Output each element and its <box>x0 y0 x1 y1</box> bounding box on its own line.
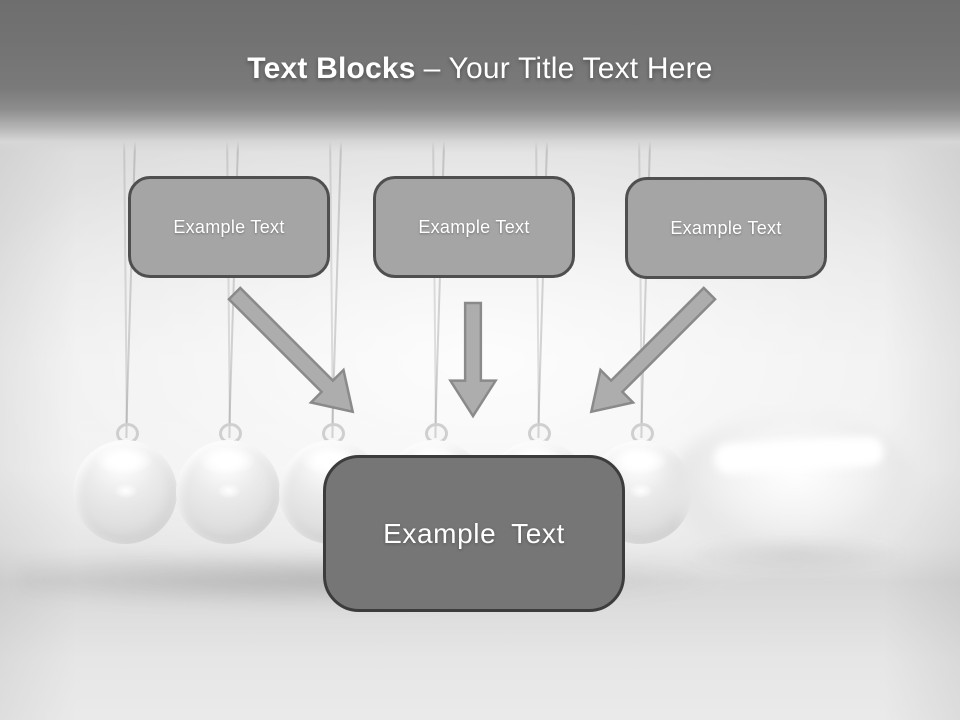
title-dash: – <box>423 52 441 85</box>
title-band <box>0 0 960 152</box>
pendulum-ball <box>176 440 280 544</box>
arrow-down-right-icon <box>227 286 355 414</box>
text-block-3-label: Example Text <box>670 217 782 238</box>
title-rest: Your Title Text Here <box>448 52 713 85</box>
text-block-2-label: Example Text <box>418 216 530 237</box>
arrow-down-left-icon <box>589 286 717 414</box>
floor-shadow <box>680 538 910 572</box>
title-emphasis: Text Blocks <box>247 52 416 85</box>
arrow-down-icon <box>448 301 498 419</box>
center-text-block[interactable]: Example Text <box>323 455 625 612</box>
center-text-block-label: Example Text <box>383 517 565 549</box>
text-block-1[interactable]: Example Text <box>128 176 330 278</box>
slide-title: Text Blocks–Your Title Text Here <box>0 52 960 86</box>
text-block-3[interactable]: Example Text <box>625 177 827 279</box>
pendulum-ball <box>73 440 177 544</box>
text-block-2[interactable]: Example Text <box>373 176 575 278</box>
text-block-1-label: Example Text <box>173 216 285 237</box>
